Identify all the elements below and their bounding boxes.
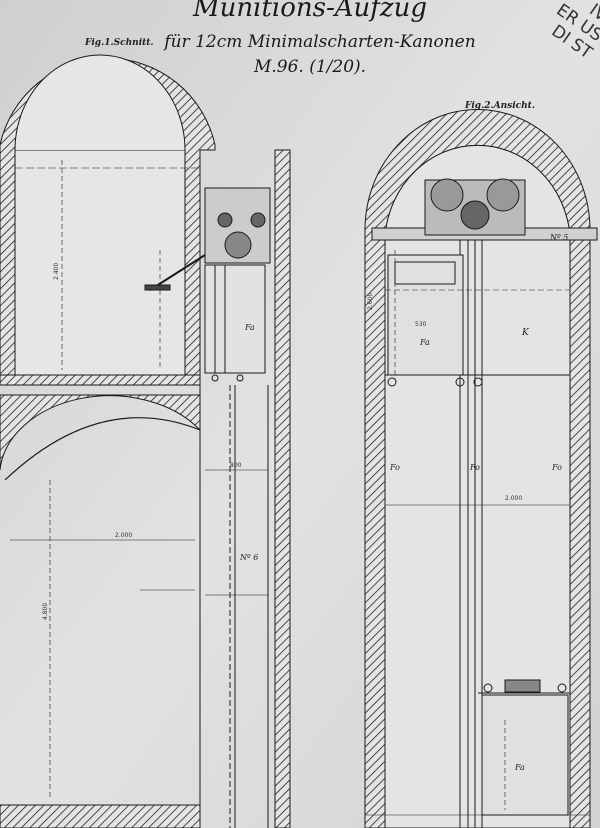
label-k: K (521, 328, 530, 338)
label-no6: Nº 6 (239, 553, 258, 562)
label-fa-upper: Fa (419, 338, 430, 347)
dim-530: 530 (415, 321, 427, 328)
fig1-label: Fig.1.Schnitt. (84, 38, 154, 48)
fig2-elevation (364, 108, 598, 828)
title-scale: M.96. (1/20). (253, 57, 366, 77)
label-fa-lower: Fa (514, 763, 525, 772)
title-block: Munitions-Aufzug für 12cm Minimalscharte… (162, 0, 475, 77)
fig2-label: Fig.2.Ansicht. (464, 101, 535, 111)
title-subtitle: für 12cm Minimalscharten-Kanonen (162, 32, 475, 52)
label-no5: Nº 5 (549, 233, 568, 242)
title-main: Munitions-Aufzug (192, 0, 427, 23)
dim-2000-fig2: 2.000 (505, 495, 522, 502)
label-fo-mid: Fo (469, 463, 480, 472)
label-fa-fig1: Fa (244, 323, 255, 332)
dim-2000: 2.000 (115, 532, 132, 539)
dim-2400: 2.400 (53, 263, 60, 280)
fig1-section (0, 54, 291, 828)
label-fo-left: Fo (389, 463, 400, 472)
dim-4800: 4.800 (42, 603, 49, 620)
dim-800: 800 (230, 462, 242, 469)
dim-2600: 2.600 (367, 293, 374, 310)
label-fo-right: Fo (551, 463, 562, 472)
